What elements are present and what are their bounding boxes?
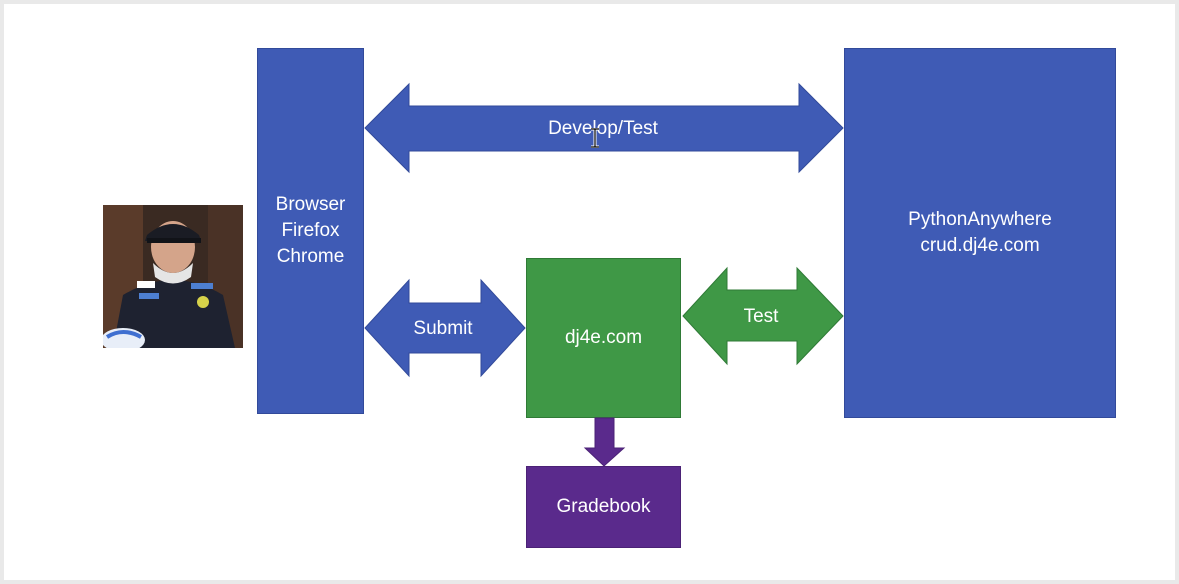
test-arrow: [682, 266, 844, 366]
submit-label: Submit: [413, 318, 473, 339]
gradebook-box: Gradebook: [526, 466, 681, 548]
presenter-photo: [103, 205, 243, 348]
gradebook-label: Gradebook: [556, 496, 651, 517]
dj4e-box: dj4e.com: [526, 258, 681, 418]
develop-test-label: Develop/Test: [548, 118, 658, 139]
browser-line-1: Browser: [275, 194, 346, 215]
browser-line-2: Firefox: [281, 220, 340, 241]
server-line-2: crud.dj4e.com: [920, 235, 1040, 256]
gradebook-down-arrow: [583, 417, 626, 467]
dj4e-label: dj4e.com: [564, 327, 643, 348]
develop-test-arrow: [364, 82, 844, 174]
text-cursor-icon: [589, 127, 601, 153]
server-line-1: PythonAnywhere: [908, 209, 1052, 230]
test-label: Test: [743, 306, 779, 327]
submit-arrow: [364, 278, 526, 378]
browser-line-3: Chrome: [276, 246, 345, 267]
browser-box: Browser Firefox Chrome: [257, 48, 364, 414]
pythonanywhere-box: PythonAnywhere crud.dj4e.com: [844, 48, 1116, 418]
